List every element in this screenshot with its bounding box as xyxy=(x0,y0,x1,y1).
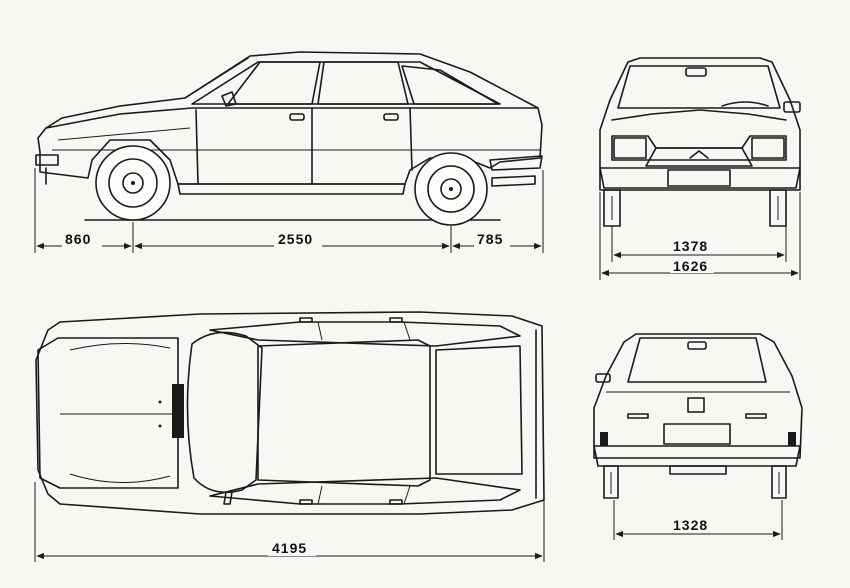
top-view xyxy=(35,311,545,515)
side-front-window xyxy=(227,61,321,105)
dim-front-overhang: 860 xyxy=(65,231,91,247)
side-view xyxy=(35,51,543,226)
dim-wheelbase: 2550 xyxy=(278,231,313,247)
side-rear-window xyxy=(317,61,409,105)
front-dimensions: 1378 1626 xyxy=(599,192,801,280)
top-roof xyxy=(257,339,431,487)
rear-body-outline xyxy=(593,333,803,459)
top-windshield xyxy=(186,331,263,494)
rear-view xyxy=(593,333,803,499)
rear-window xyxy=(627,337,767,383)
top-rear-window xyxy=(435,345,523,475)
front-wheel xyxy=(95,145,171,221)
dim-overall-length: 4195 xyxy=(272,540,307,556)
front-body-outline xyxy=(599,57,801,191)
side-body-outline xyxy=(37,51,543,185)
dim-front-track: 1378 xyxy=(673,238,708,254)
top-dimensions: 4195 xyxy=(34,482,545,562)
side-quarter-window xyxy=(401,65,499,105)
side-dimensions: 860 2550 785 xyxy=(34,168,544,253)
dim-rear-track: 1328 xyxy=(673,517,708,533)
dim-rear-overhang: 785 xyxy=(477,231,503,247)
front-windshield xyxy=(617,65,781,109)
rear-dimensions: 1328 xyxy=(613,500,783,540)
dim-overall-width: 1626 xyxy=(673,258,708,274)
rear-wheel xyxy=(414,152,488,226)
front-view xyxy=(599,57,801,227)
